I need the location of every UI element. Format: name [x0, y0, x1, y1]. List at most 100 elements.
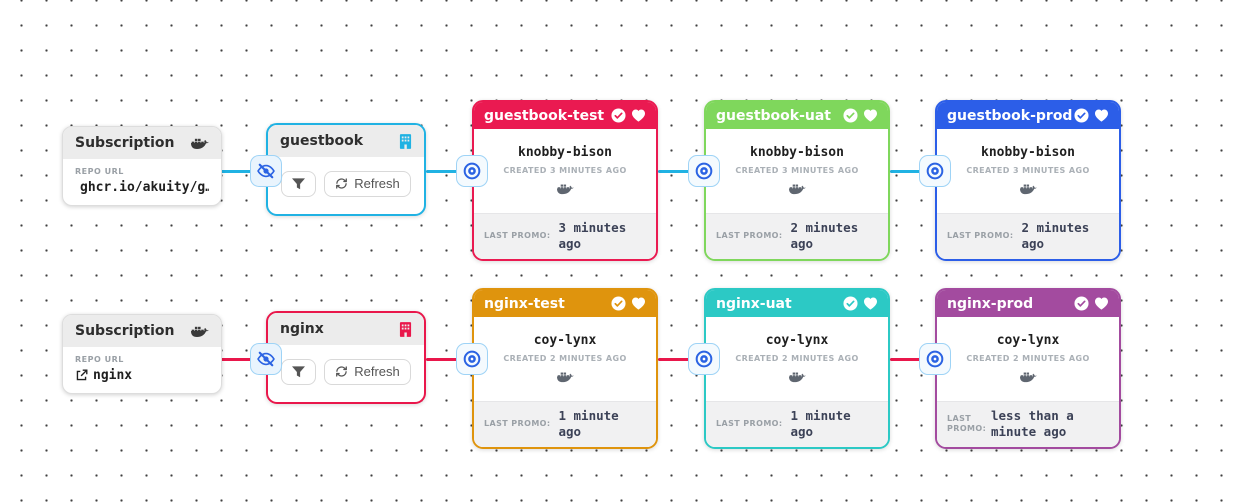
warehouse-name: guestbook [280, 133, 364, 149]
warehouse-name: nginx [280, 321, 324, 337]
repo-url-link[interactable]: ghcr.io/akuity/g… [75, 180, 209, 195]
subscription-card-nginx: Subscription REPO URL nginx [62, 314, 222, 394]
freight-name: coy-lynx [996, 333, 1060, 348]
edge-uat-to-prod [890, 170, 921, 173]
repo-url-label: REPO URL [75, 355, 124, 364]
promote-target-icon [926, 162, 944, 180]
repo-url-label: REPO URL [75, 167, 124, 176]
last-promo-label: LAST PROMO: [947, 413, 987, 434]
verified-icon [843, 296, 858, 311]
favorite-icon[interactable] [863, 109, 878, 122]
stage-node-nginx-prod[interactable]: nginx-prod coy-lynx CREATED 2 MINUTES AG… [935, 288, 1121, 449]
subscription-header: Subscription [63, 127, 221, 159]
promote-target-icon [463, 162, 481, 180]
docker-icon [788, 184, 806, 195]
last-promo-value: less than a minute ago [991, 408, 1074, 440]
promote-target-button[interactable] [688, 343, 720, 375]
stage-title: guestbook-uat [716, 107, 831, 124]
stage-title: nginx-prod [947, 295, 1034, 312]
freight-created: CREATED 2 MINUTES AGO [735, 354, 859, 363]
promote-target-button[interactable] [456, 343, 488, 375]
last-promo-value: 1 minute ago [790, 408, 851, 440]
filter-button[interactable] [281, 170, 317, 197]
warehouse-actions: Refresh [268, 157, 424, 210]
freight-created: CREATED 3 MINUTES AGO [735, 166, 859, 175]
freight-info: coy-lynx CREATED 2 MINUTES AGO [937, 317, 1119, 401]
promote-target-button[interactable] [688, 155, 720, 187]
promote-target-button[interactable] [456, 155, 488, 187]
last-promo-label: LAST PROMO: [716, 231, 783, 241]
subscription-title: Subscription [75, 135, 175, 151]
stage-footer: LAST PROMO: 2 minutes ago [937, 213, 1119, 259]
stage-node-guestbook-uat[interactable]: guestbook-uat knobby-bison CREATED 3 MIN… [704, 100, 890, 261]
favorite-icon[interactable] [631, 297, 646, 310]
promote-target-button[interactable] [919, 343, 951, 375]
freight-name: knobby-bison [981, 145, 1075, 160]
verified-icon [611, 108, 626, 123]
refresh-button[interactable]: Refresh [324, 358, 411, 385]
stage-title: nginx-test [484, 295, 565, 312]
verified-icon [843, 108, 858, 123]
freight-created: CREATED 2 MINUTES AGO [503, 354, 627, 363]
warehouse-header: guestbook [268, 125, 424, 157]
filter-icon [292, 365, 306, 377]
favorite-icon[interactable] [631, 109, 646, 122]
stage-node-nginx-test[interactable]: nginx-test coy-lynx CREATED 2 MINUTES AG… [472, 288, 658, 449]
last-promo-value: 2 minutes ago [1021, 220, 1090, 252]
repo-url-text: nginx [93, 368, 133, 383]
last-promo-label: LAST PROMO: [716, 419, 783, 429]
repo-url-link[interactable]: nginx [75, 368, 209, 383]
freight-name: knobby-bison [750, 145, 844, 160]
freight-created: CREATED 3 MINUTES AGO [966, 166, 1090, 175]
stage-node-nginx-uat[interactable]: nginx-uat coy-lynx CREATED 2 MINUTES AGO… [704, 288, 890, 449]
stage-node-guestbook-prod[interactable]: guestbook-prod knobby-bison CREATED 3 MI… [935, 100, 1121, 261]
freight-name: coy-lynx [533, 333, 597, 348]
promote-target-icon [463, 350, 481, 368]
freight-hidden-icon [257, 163, 275, 179]
promote-target-icon [926, 350, 944, 368]
stage-header: guestbook-uat [706, 102, 888, 129]
freight-name: knobby-bison [518, 145, 612, 160]
warehouse-icon [399, 133, 412, 149]
warehouse-node-guestbook[interactable]: guestbook Refresh [266, 123, 426, 216]
last-promo-value: 2 minutes ago [790, 220, 859, 252]
promote-target-button[interactable] [919, 155, 951, 187]
refresh-icon [336, 178, 348, 189]
freight-hidden-toggle[interactable] [250, 155, 282, 187]
favorite-icon[interactable] [1094, 297, 1109, 310]
filter-button[interactable] [281, 358, 317, 385]
docker-icon [788, 372, 806, 383]
stage-footer: LAST PROMO: 1 minute ago [474, 401, 656, 447]
freight-info: coy-lynx CREATED 2 MINUTES AGO [474, 317, 656, 401]
stage-title: guestbook-prod [947, 107, 1073, 124]
verified-icon [1074, 296, 1089, 311]
verified-icon [611, 296, 626, 311]
last-promo-label: LAST PROMO: [484, 231, 551, 241]
stage-header: nginx-prod [937, 290, 1119, 317]
warehouse-node-nginx[interactable]: nginx Refresh [266, 311, 426, 404]
docker-icon [556, 372, 574, 383]
stage-title: guestbook-test [484, 107, 605, 124]
freight-hidden-toggle[interactable] [250, 343, 282, 375]
refresh-icon [336, 366, 348, 377]
external-link-icon [76, 369, 88, 381]
stage-footer: LAST PROMO: 3 minutes ago [474, 213, 656, 259]
subscription-body: REPO URL nginx [63, 347, 221, 393]
subscription-body: REPO URL ghcr.io/akuity/g… [63, 159, 221, 205]
favorite-icon[interactable] [1094, 109, 1109, 122]
stage-title: nginx-uat [716, 295, 792, 312]
freight-info: knobby-bison CREATED 3 MINUTES AGO [474, 129, 656, 213]
refresh-button[interactable]: Refresh [324, 170, 411, 197]
last-promo-value: 3 minutes ago [558, 220, 627, 252]
edge-test-to-uat [658, 170, 690, 173]
stage-header: nginx-uat [706, 290, 888, 317]
edge-test-to-uat [658, 358, 690, 361]
docker-icon [1019, 184, 1037, 195]
favorite-icon[interactable] [863, 297, 878, 310]
stage-node-guestbook-test[interactable]: guestbook-test knobby-bison CREATED 3 MI… [472, 100, 658, 261]
stage-footer: LAST PROMO: 1 minute ago [706, 401, 888, 447]
docker-icon [191, 138, 209, 149]
stage-footer: LAST PROMO: 2 minutes ago [706, 213, 888, 259]
freight-info: knobby-bison CREATED 3 MINUTES AGO [706, 129, 888, 213]
